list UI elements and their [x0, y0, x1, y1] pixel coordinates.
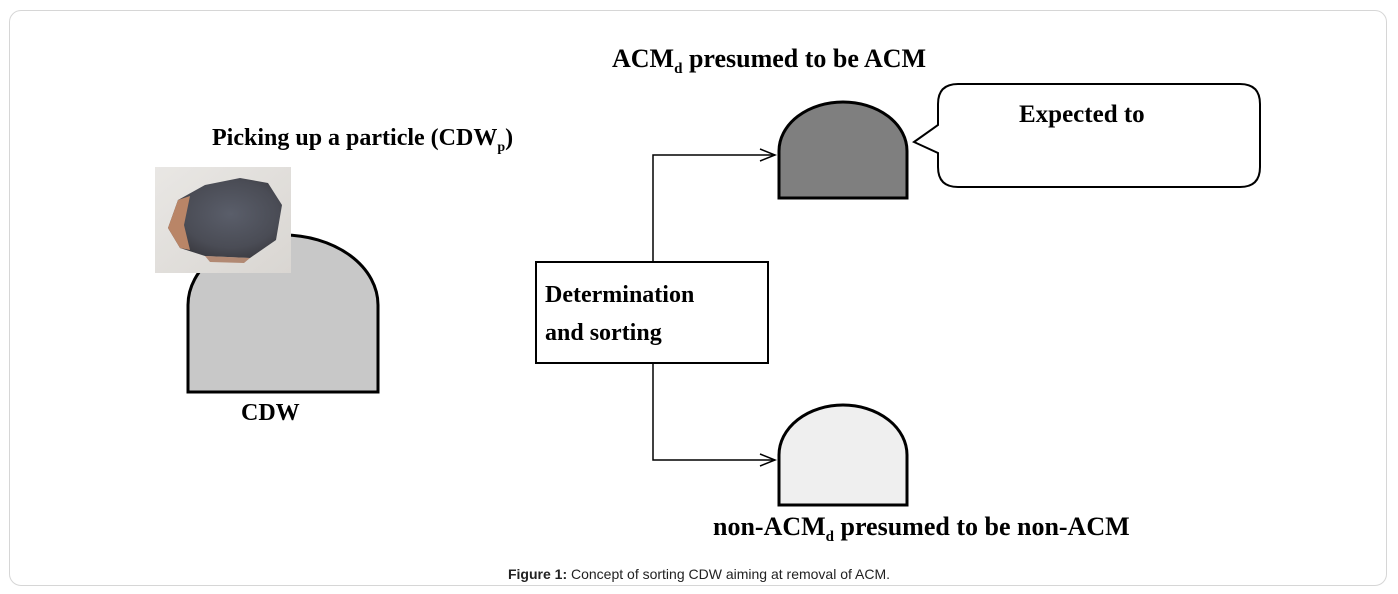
determination-box [535, 261, 769, 364]
non-acm-presumed-label: non-ACMd presumed to be non-ACM [713, 512, 1130, 545]
arrow-non-acm-icon [759, 453, 778, 467]
picking-particle-label: Picking up a particle (CDWp) [212, 125, 513, 155]
determination-line2: and sorting [545, 320, 662, 346]
non-acm-container [777, 403, 909, 507]
connector-to-non-acm [652, 363, 775, 461]
figure-caption: Figure 1: Concept of sorting CDW aiming … [0, 566, 1398, 582]
caption-label: Figure 1: [507, 566, 568, 582]
connector-to-acm [652, 154, 775, 262]
cdw-label: CDW [241, 400, 300, 426]
expected-callout [912, 83, 1261, 188]
arrow-acm-icon [759, 148, 778, 162]
particle-photo [155, 167, 291, 273]
determination-line1: Determination [545, 282, 694, 308]
expected-label: Expected to [1019, 101, 1145, 128]
acm-container [777, 100, 909, 200]
caption-text: Concept of sorting CDW aiming at removal… [567, 566, 891, 582]
acm-presumed-label: ACMd presumed to be ACM [612, 44, 926, 77]
